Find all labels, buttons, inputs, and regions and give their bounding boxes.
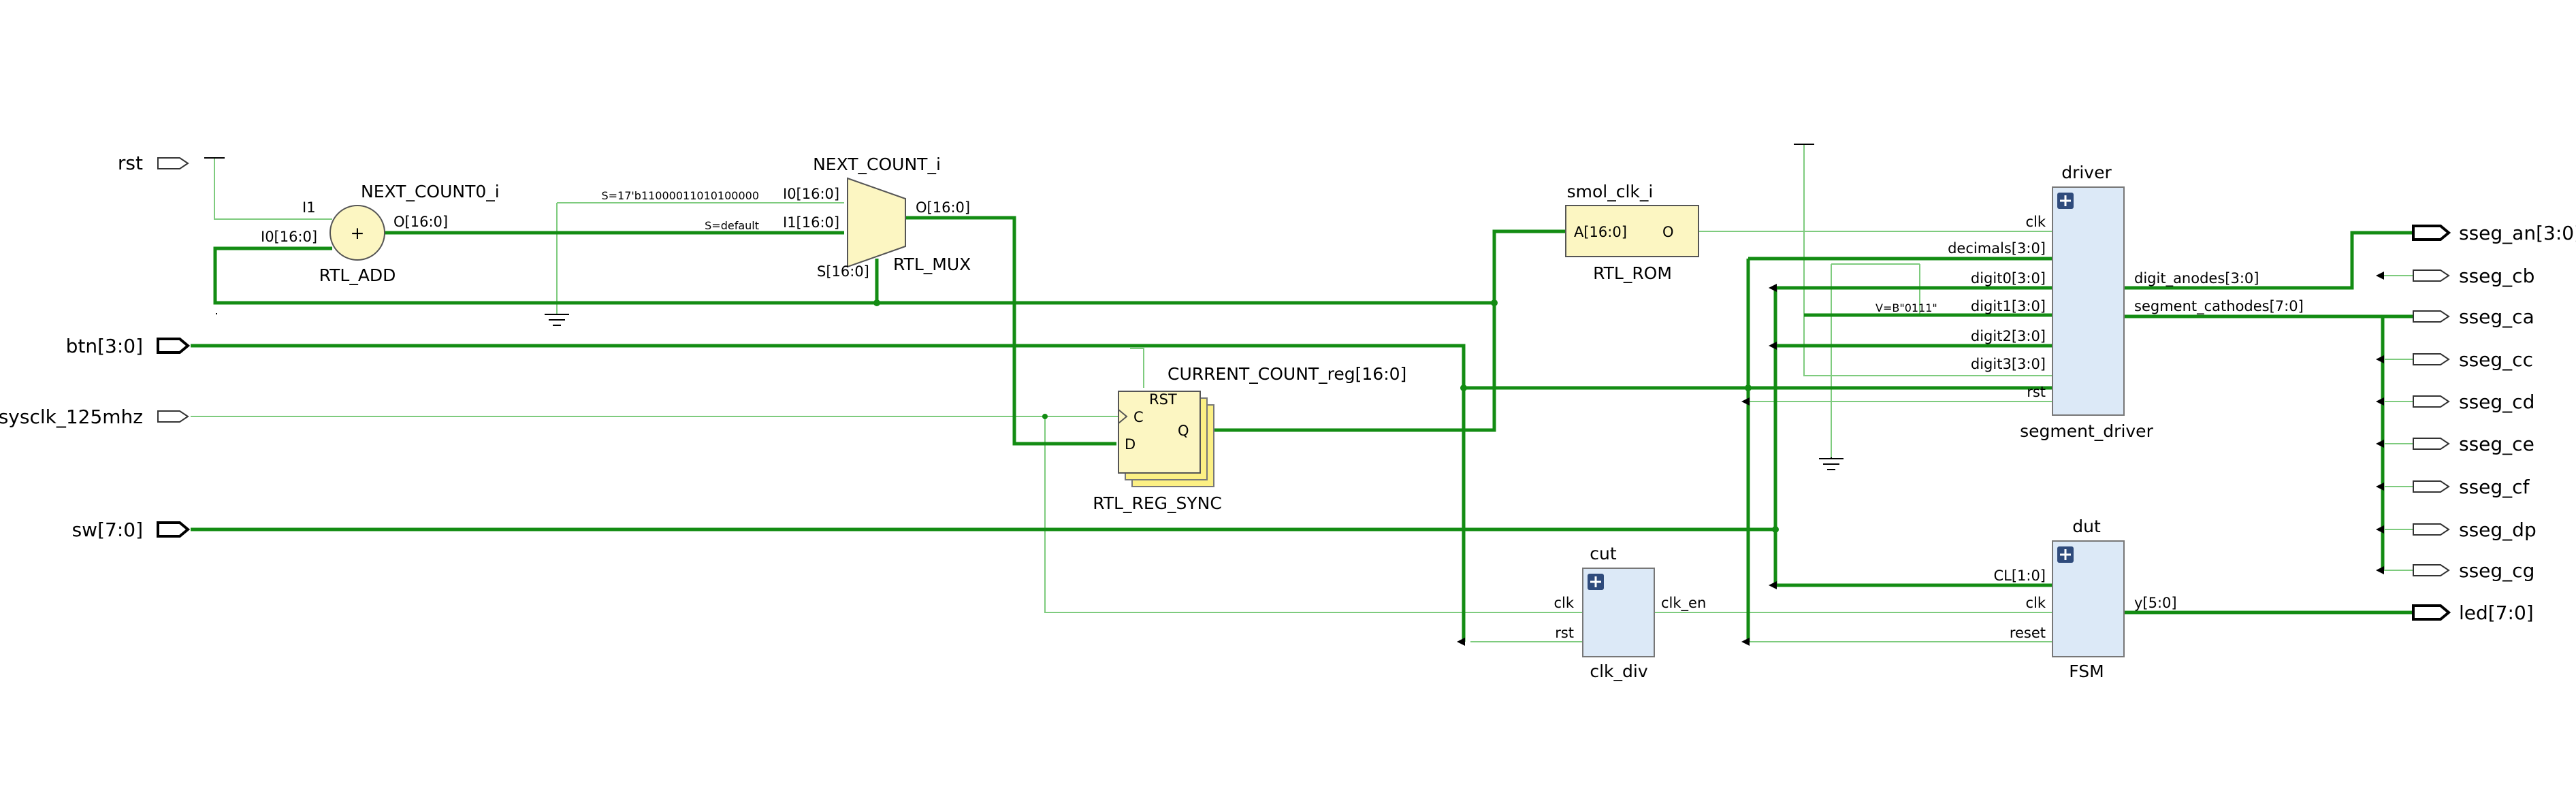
ground-symbols	[204, 144, 1844, 470]
bus-anodes	[2124, 231, 2413, 290]
dut-pin-cl: CL[1:0]	[1993, 568, 2046, 584]
net-adder-i1	[214, 158, 332, 220]
port-sseg-an-label: sseg_an[3:0]	[2459, 222, 2576, 244]
cut-instance: cut	[1590, 544, 1617, 563]
dut-block: dut CL[1:0] clk reset y[5:0] FSM	[1993, 517, 2176, 681]
port-sw-label: sw[7:0]	[72, 519, 143, 541]
adder-type: RTL_ADD	[319, 265, 396, 285]
dut-instance: dut	[2072, 517, 2101, 536]
mux-pin-o: O[16:0]	[916, 199, 970, 216]
driver-pin-digit0: digit0[3:0]	[1971, 270, 2046, 286]
port-sseg-cg-label: sseg_cg	[2459, 559, 2534, 582]
mux-pin-s: S[16:0]	[817, 263, 869, 280]
rom-block: smol_clk_i A[16:0] O RTL_ROM	[1565, 182, 1699, 283]
net-reg-rst	[1130, 348, 1144, 388]
driver-instance: driver	[2061, 163, 2112, 182]
bus-nets	[191, 216, 2413, 642]
port-sysclk-icon	[157, 410, 189, 423]
adder-pin-i1: I1	[302, 199, 316, 216]
adder-block: NEXT_COUNT0_i + I1 I0[16:0] O[16:0] RTL_…	[261, 182, 500, 285]
port-rst-icon	[157, 157, 189, 169]
port-sseg-cc-label: sseg_cc	[2459, 348, 2533, 371]
reg-type: RTL_REG_SYNC	[1093, 493, 1222, 513]
rom-instance: smol_clk_i	[1567, 182, 1654, 201]
port-sw-icon	[157, 521, 191, 538]
reg-clock-icon	[1118, 409, 1128, 424]
cut-pin-clk: clk	[1553, 595, 1574, 611]
bus-reg-q	[1205, 229, 1566, 432]
mux-cond-i0: S=17'b11000011010100000	[601, 189, 759, 202]
cut-pin-rst: rst	[1555, 625, 1574, 641]
reg-pin-rst: RST	[1149, 391, 1177, 408]
port-btn-label: btn[3:0]	[66, 335, 143, 357]
rom-pin-o: O	[1662, 224, 1674, 240]
reg-instance: CURRENT_COUNT_reg[16:0]	[1168, 364, 1406, 384]
port-sseg-ca-label: sseg_ca	[2459, 306, 2534, 328]
driver-type: segment_driver	[2020, 421, 2153, 441]
port-sseg-dp-label: sseg_dp	[2459, 519, 2537, 541]
cut-pin-en: clk_en	[1661, 595, 1706, 612]
dut-type: FSM	[2069, 661, 2104, 681]
bus-mux-out	[905, 216, 1116, 446]
rom-pin-a: A[16:0]	[1574, 224, 1627, 240]
driver-pin-digit3: digit3[3:0]	[1971, 356, 2046, 372]
mux-cond-i1: S=default	[705, 219, 759, 232]
adder-pin-i0: I0[16:0]	[261, 229, 317, 245]
adder-pin-o: O[16:0]	[393, 214, 448, 230]
rom-type: RTL_ROM	[1593, 263, 1672, 283]
port-sseg-cb-label: sseg_cb	[2459, 265, 2534, 287]
mux-block: NEXT_COUNT_i S=17'b11000011010100000 S=d…	[601, 154, 971, 280]
port-sseg-ce-label: sseg_ce	[2459, 433, 2534, 455]
cut-block: cut clk rst clk_en clk_div	[1553, 544, 1706, 681]
port-sseg-cf-label: sseg_cf	[2459, 476, 2530, 498]
driver-pin-anodes: digit_anodes[3:0]	[2134, 270, 2259, 287]
reg-pin-q: Q	[1178, 423, 1189, 439]
driver-const: V=B"0111"	[1875, 301, 1937, 314]
mux-instance: NEXT_COUNT_i	[813, 154, 941, 174]
driver-symbol	[2052, 186, 2125, 416]
reg-pin-d: D	[1125, 436, 1136, 453]
bus-feedback	[213, 246, 1494, 305]
bus-btn	[191, 344, 1466, 642]
adder-instance: NEXT_COUNT0_i	[361, 182, 500, 201]
cathode-stubs	[2383, 275, 2413, 571]
driver-pin-digit2: digit2[3:0]	[1971, 328, 2046, 344]
driver-pin-cathodes: segment_cathodes[7:0]	[2134, 298, 2304, 315]
reg-symbol	[1118, 391, 1201, 474]
driver-pin-digit1: digit1[3:0]	[1971, 298, 2046, 314]
driver-block: driver clk decimals[3:0] digit0[3:0] dig…	[1875, 163, 2304, 441]
dut-pin-clk: clk	[2025, 595, 2046, 611]
thin-nets	[191, 144, 2052, 642]
mux-symbol	[847, 177, 906, 268]
driver-pin-decimals: decimals[3:0]	[1948, 240, 2046, 257]
mux-type: RTL_MUX	[893, 255, 971, 274]
net-sysclk-cut	[1044, 416, 1583, 613]
rom-symbol	[1565, 205, 1699, 257]
reg-pin-c: C	[1133, 409, 1144, 425]
output-ports: sseg_an[3:0] sseg_cb sseg_ca sseg_cc sse…	[2412, 222, 2576, 624]
port-rst-label: rst	[118, 152, 143, 174]
adder-symbol	[329, 205, 385, 261]
port-led-icon	[2412, 604, 2451, 621]
port-sseg-cd-label: sseg_cd	[2459, 391, 2534, 413]
port-led-label: led[7:0]	[2459, 602, 2534, 624]
dut-pin-reset: reset	[2010, 625, 2046, 641]
reg-block: CURRENT_COUNT_reg[16:0] RST C D Q RTL_RE…	[1093, 364, 1406, 513]
port-btn-icon	[157, 338, 191, 354]
port-sysclk-label: sysclk_125mhz	[0, 406, 143, 428]
junction-dots	[873, 299, 1779, 533]
input-ports: rst btn[3:0] sysclk_125mhz sw[7:0]	[0, 152, 191, 541]
net-driver-gnd	[1803, 144, 2052, 376]
cut-type: clk_div	[1590, 661, 1647, 681]
mux-pin-i0: I0[16:0]	[783, 186, 839, 202]
port-sseg-an-icon	[2412, 225, 2451, 241]
dut-pin-y: y[5:0]	[2134, 595, 2177, 611]
mux-pin-i1: I1[16:0]	[783, 214, 839, 231]
driver-pin-clk: clk	[2025, 214, 2046, 230]
driver-pin-rst: rst	[2027, 384, 2046, 400]
pin-arrows	[1457, 272, 2384, 646]
adder-plus-icon: +	[351, 223, 365, 243]
